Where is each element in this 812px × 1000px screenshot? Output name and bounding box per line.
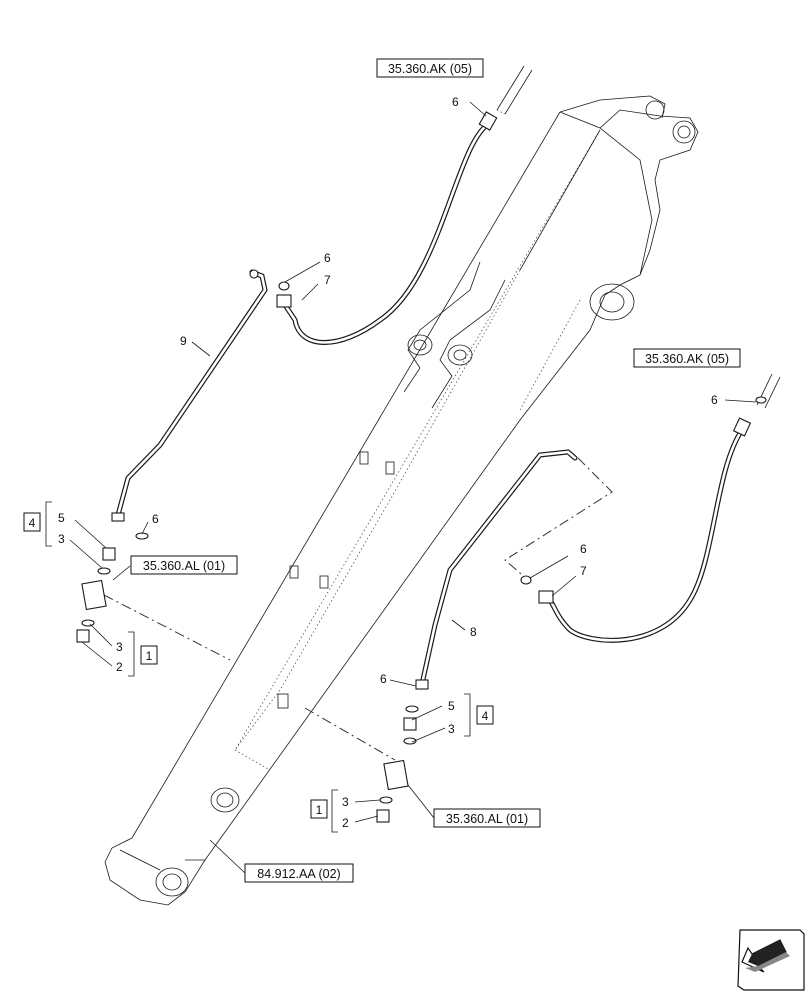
ref-box-left-valve[interactable]: 35.360.AL (01) (130, 555, 238, 575)
ref-box-boom[interactable]: 84.912.AA (02) (244, 863, 354, 883)
item-7-right: 7 (580, 564, 587, 578)
item-5-right: 5 (448, 699, 455, 713)
ref-top-text: 35.360.AK (05) (388, 62, 472, 76)
item-8: 8 (470, 625, 477, 639)
svg-text:4: 4 (29, 516, 36, 530)
item-6-mid: 6 (324, 251, 331, 265)
item-3-left: 3 (58, 532, 65, 546)
boom-arm (104, 95, 699, 906)
centerline-pipe8 (504, 457, 613, 581)
hose-7-right (545, 373, 781, 643)
centerline-right-valve (304, 707, 396, 761)
item-3-right-b: 3 (342, 795, 349, 809)
centerline-left (103, 594, 231, 661)
item-6-right-b: 6 (580, 542, 587, 556)
ref-left-valve-text: 35.360.AL (01) (143, 559, 225, 573)
svg-text:4: 4 (482, 709, 489, 723)
group-box-4-left[interactable]: 4 (23, 512, 41, 532)
hose-7-upper (280, 65, 533, 345)
leaders (69, 101, 757, 874)
item-6-right-c: 6 (380, 672, 387, 686)
brackets (45, 501, 471, 833)
item-2-right: 2 (342, 816, 349, 830)
fittings-right (376, 396, 767, 823)
item-5-left: 5 (58, 511, 65, 525)
item-6-right: 6 (711, 393, 718, 407)
svg-text:1: 1 (146, 649, 153, 663)
ref-right-valve-text: 35.360.AL (01) (446, 812, 528, 826)
item-7-mid: 7 (324, 273, 331, 287)
item-2-left: 2 (116, 660, 123, 674)
pipe-9 (115, 269, 268, 518)
item-9: 9 (180, 334, 187, 348)
item-numbers: 6 6 7 9 6 5 3 3 2 6 6 7 8 6 5 3 3 2 (58, 95, 718, 830)
group-box-1-left[interactable]: 1 (140, 645, 158, 665)
item-6-top: 6 (452, 95, 459, 109)
ref-box-top[interactable]: 35.360.AK (05) (376, 58, 484, 78)
item-3-right: 3 (448, 722, 455, 736)
arrow-down-left-icon[interactable] (737, 929, 805, 991)
ref-boom-text: 84.912.AA (02) (257, 867, 340, 881)
item-3-left-b: 3 (116, 640, 123, 654)
svg-text:1: 1 (316, 803, 323, 817)
ref-right-text: 35.360.AK (05) (645, 352, 729, 366)
ref-box-right[interactable]: 35.360.AK (05) (633, 348, 741, 368)
group-box-1-right[interactable]: 1 (310, 799, 328, 819)
ref-box-right-valve[interactable]: 35.360.AL (01) (433, 808, 541, 828)
item-6-left: 6 (152, 512, 159, 526)
group-box-4-right[interactable]: 4 (476, 705, 494, 725)
pipe-8 (419, 449, 578, 687)
